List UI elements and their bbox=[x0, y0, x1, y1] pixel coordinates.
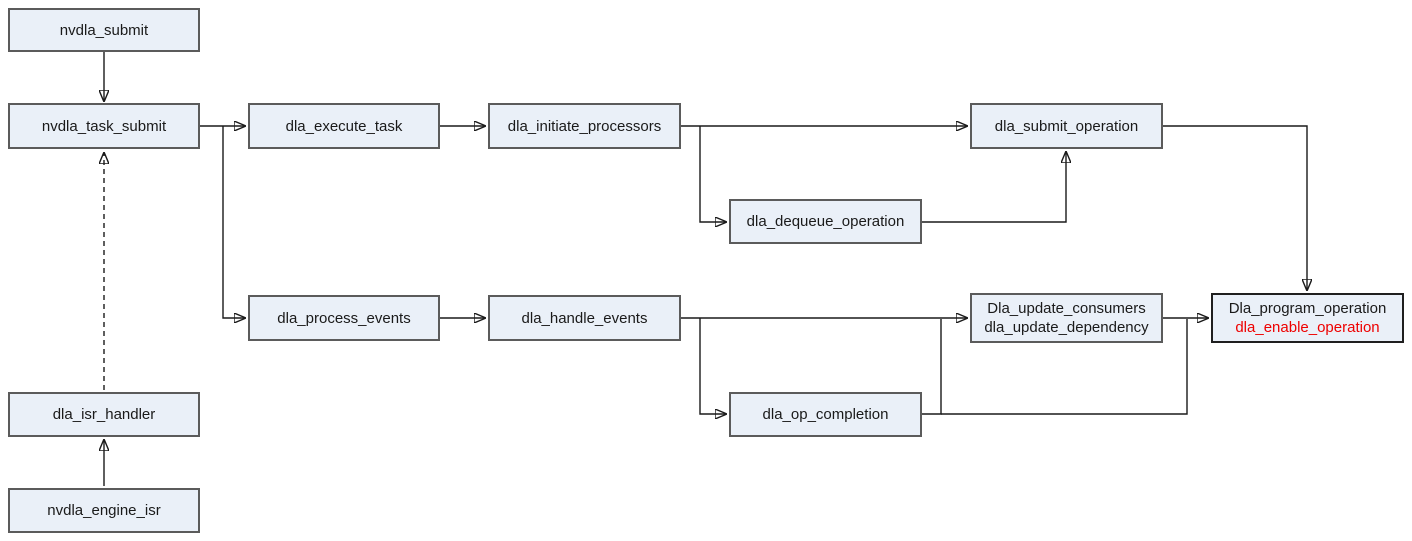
edge-dla-submit-operation-to-dla-program bbox=[1163, 125, 1307, 290]
node-dla-handle-events: dla_handle_events bbox=[488, 295, 681, 341]
node-label: dla_submit_operation bbox=[994, 117, 1139, 135]
node-label: nvdla_task_submit bbox=[41, 117, 167, 135]
node-label: dla_op_completion bbox=[762, 406, 889, 423]
edge-dla-dequeue-operation-to-dla-submit-operation bbox=[922, 152, 1066, 223]
node-label: dla_execute_task bbox=[285, 117, 403, 135]
node-nvdla-task-submit: nvdla_task_submit bbox=[8, 103, 200, 149]
node-label: dla_handle_events bbox=[521, 309, 648, 327]
edge-dla-op-completion-to-dla-update-joiner bbox=[922, 319, 942, 415]
node-label-line1: Dla_update_consumers bbox=[987, 300, 1146, 317]
node-dla-process-events: dla_process_events bbox=[248, 295, 440, 341]
node-dla-submit-operation: dla_submit_operation bbox=[970, 103, 1163, 149]
node-label: dla_initiate_processors bbox=[507, 117, 662, 135]
node-label-line2: dla_update_dependency bbox=[984, 319, 1149, 336]
node-label: dla_dequeue_operation bbox=[746, 213, 905, 230]
node-dla-isr-handler: dla_isr_handler bbox=[8, 392, 200, 437]
node-dla-dequeue-operation: dla_dequeue_operation bbox=[729, 199, 922, 244]
node-nvdla-engine-isr: nvdla_engine_isr bbox=[8, 488, 200, 533]
node-label: dla_isr_handler bbox=[52, 406, 156, 423]
node-label-line2-highlighted: dla_enable_operation bbox=[1235, 319, 1380, 336]
node-label: nvdla_engine_isr bbox=[47, 502, 161, 519]
node-dla-initiate-processors: dla_initiate_processors bbox=[488, 103, 681, 149]
node-dla-update-consumers: Dla_update_consumers dla_update_dependen… bbox=[970, 293, 1163, 343]
edge-dla-op-completion-to-dla-program-joiner bbox=[941, 319, 1188, 415]
node-label: dla_process_events bbox=[277, 309, 411, 327]
node-dla-op-completion: dla_op_completion bbox=[729, 392, 922, 437]
node-dla-execute-task: dla_execute_task bbox=[248, 103, 440, 149]
edge-dla-handle-events-to-dla-op-completion bbox=[699, 318, 726, 414]
edge-nvdla-task-submit-to-dla-process-events bbox=[222, 126, 245, 318]
edge-dla-initiate-processors-to-dla-dequeue-operation bbox=[699, 126, 726, 222]
node-label: nvdla_submit bbox=[59, 21, 149, 39]
node-dla-program-operation: Dla_program_operation dla_enable_operati… bbox=[1211, 293, 1404, 343]
node-label-line1: Dla_program_operation bbox=[1228, 300, 1387, 317]
node-nvdla-submit: nvdla_submit bbox=[8, 8, 200, 52]
